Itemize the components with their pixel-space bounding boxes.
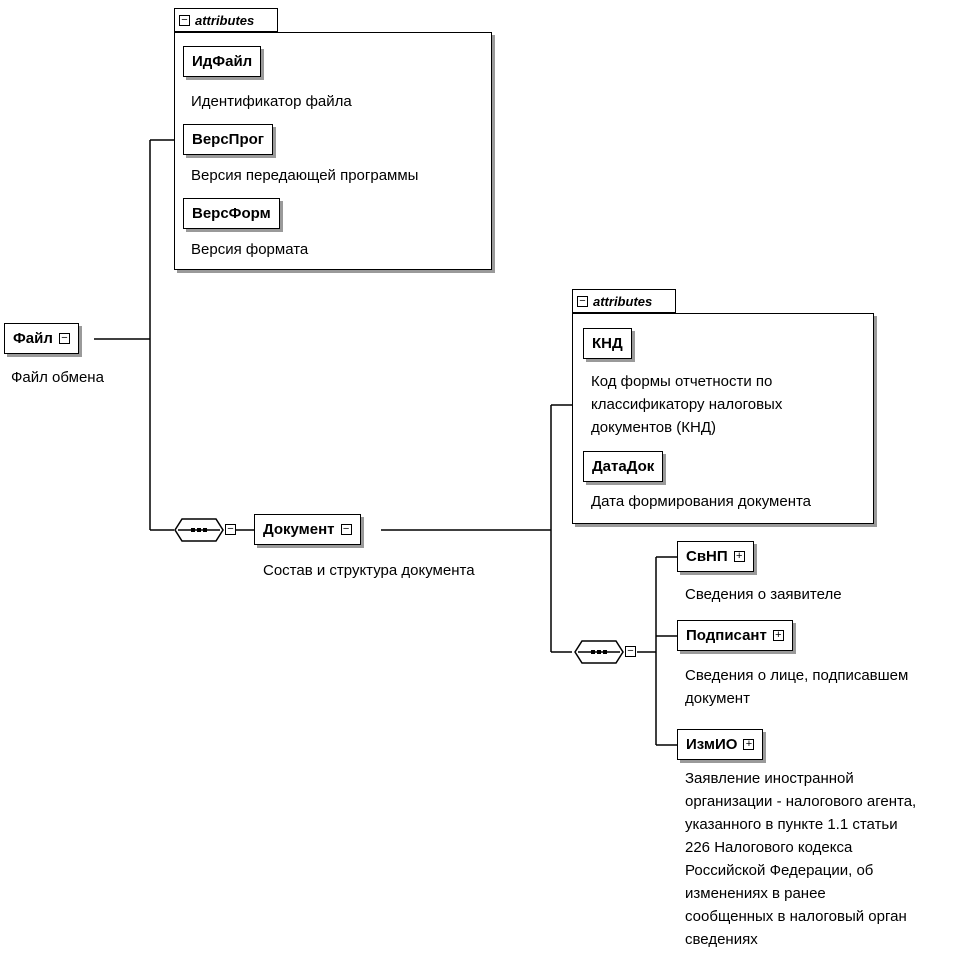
description-line: Дата формирования документа [591, 493, 812, 510]
file-attributes-tab[interactable]: − attributes [174, 8, 278, 32]
attribute-idfile-description: Идентификатор файла [191, 93, 352, 110]
description-line: документ [685, 690, 750, 707]
element-izmio[interactable]: ИзмИО + [677, 729, 764, 760]
collapse-icon[interactable]: − [625, 646, 636, 657]
collapse-icon[interactable]: − [225, 524, 236, 535]
element-svnp-description: Сведения о заявителе [685, 583, 842, 606]
element-document[interactable]: Документ − [254, 514, 361, 545]
description-line: документов (КНД) [591, 419, 716, 436]
collapse-icon[interactable]: − [58, 333, 70, 344]
sequence-compositor-icon[interactable] [574, 640, 624, 664]
description-line: указанного в пункте 1.1 статьи [685, 816, 898, 833]
attribute-label: ВерсПрог [192, 131, 265, 148]
attribute-versform-description: Версия формата [191, 241, 309, 258]
sequence-compositor-icon[interactable] [174, 518, 224, 542]
attribute-datadok-description: Дата формирования документа [591, 490, 811, 513]
element-label: Подписант [686, 627, 767, 644]
attribute-datadok[interactable]: ДатаДок [583, 451, 664, 482]
attributes-title: attributes [593, 293, 653, 309]
collapse-icon[interactable]: − [577, 295, 588, 307]
root-element-label: Файл [13, 330, 53, 347]
root-element-file[interactable]: Файл − [4, 323, 79, 354]
attribute-label: ИдФайл [192, 53, 253, 70]
element-svnp[interactable]: СвНП + [677, 541, 754, 572]
attribute-label: КНД [592, 335, 623, 352]
attribute-label: ВерсФорм [192, 205, 271, 222]
attribute-knd-description: Код формы отчетности по классификатору н… [591, 370, 782, 439]
description-line: 226 Налогового кодекса [685, 839, 853, 856]
collapse-icon[interactable]: − [340, 524, 352, 535]
expand-icon[interactable]: + [772, 630, 784, 641]
element-podpisant[interactable]: Подписант + [677, 620, 793, 651]
attribute-versprog[interactable]: ВерсПрог [183, 124, 274, 155]
attribute-knd[interactable]: КНД [583, 328, 632, 359]
attributes-title: attributes [195, 12, 255, 28]
element-label: СвНП [686, 548, 728, 565]
description-line: Сведения о лице, подписавшем [685, 667, 909, 684]
description-line: классификатору налоговых [591, 396, 783, 413]
description-line: организации - налогового агента, [685, 793, 917, 810]
attribute-versform[interactable]: ВерсФорм [183, 198, 280, 229]
description-line: сведениях [685, 931, 758, 948]
document-attributes-group [572, 313, 874, 524]
collapse-icon[interactable]: − [179, 14, 190, 26]
attribute-idfile[interactable]: ИдФайл [183, 46, 262, 77]
description-line: Российской Федерации, об [685, 862, 874, 879]
attribute-label: ДатаДок [592, 458, 655, 475]
description-line: изменениях в ранее [685, 885, 826, 902]
attribute-versprog-description: Версия передающей программы [191, 167, 419, 184]
expand-icon[interactable]: + [743, 739, 755, 750]
description-line: Заявление иностранной [685, 770, 854, 787]
expand-icon[interactable]: + [733, 551, 745, 562]
element-label: Документ [263, 521, 335, 538]
element-izmio-description: Заявление иностранной организации - нало… [685, 767, 916, 951]
description-line: Код формы отчетности по [591, 373, 773, 390]
element-podpisant-description: Сведения о лице, подписавшем документ [685, 664, 908, 710]
description-line: сообщенных в налоговый орган [685, 908, 907, 925]
root-element-description: Файл обмена [11, 369, 104, 386]
element-label: ИзмИО [686, 736, 738, 753]
element-document-description: Состав и структура документа [263, 562, 475, 579]
description-line: Сведения о заявителе [685, 586, 842, 603]
document-attributes-tab[interactable]: − attributes [572, 289, 676, 313]
